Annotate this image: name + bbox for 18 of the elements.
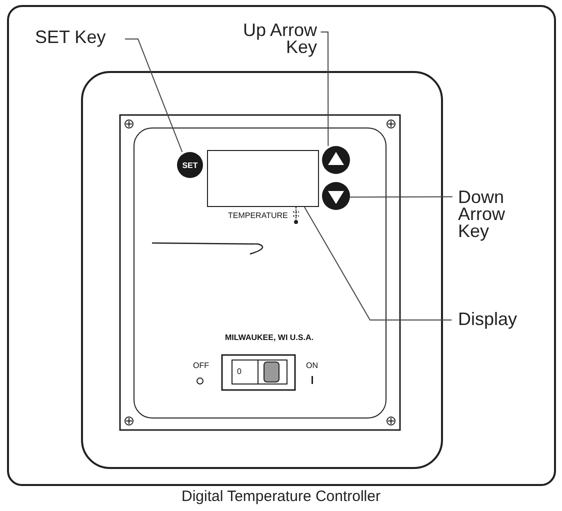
leader-line [124,38,183,152]
off-label: OFF [193,361,209,370]
callout-text: Down Arrow Key [458,189,528,249]
callout-text: SET Key [35,29,125,49]
callout-text: Display [458,311,538,331]
down-arrow-button [322,182,350,210]
leader-line [350,196,453,198]
up-arrow-button [322,146,350,174]
callout-text: Up Arrow Key [222,22,317,62]
leader-line [320,32,329,146]
switch-marking: 0 [237,367,242,376]
on-label: ON [306,361,318,370]
leader-line [304,206,452,320]
caption: Digital Temperature Controller [180,488,382,505]
set-button: SET [177,152,203,178]
display-screen [207,150,319,207]
address-text: MILWAUKEE, WI U.S.A. [225,333,314,342]
temperature-label: TEMPERATURE [228,211,288,220]
